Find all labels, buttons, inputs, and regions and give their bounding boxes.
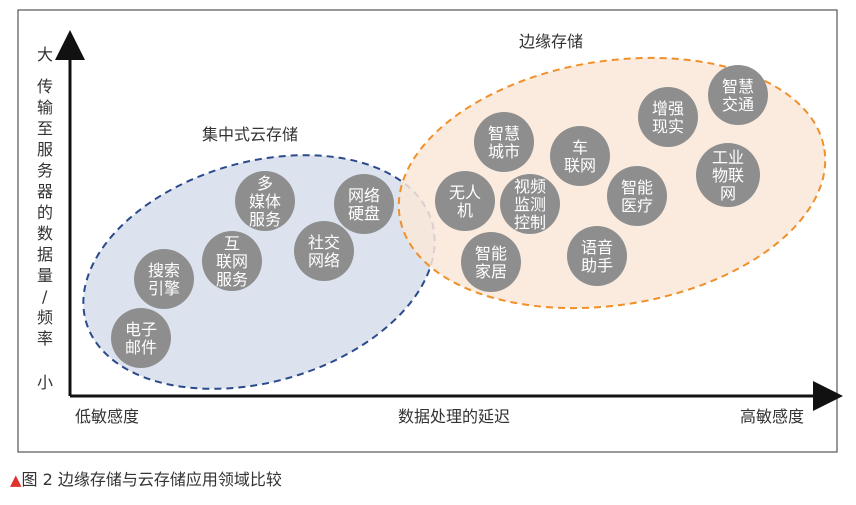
bubble-label: 物联 <box>712 166 744 185</box>
bubble-circle <box>111 308 171 368</box>
bubble-label: 智慧 <box>722 77 754 96</box>
bubble-connected-vehicles: 车联网 <box>550 126 610 186</box>
x-axis-left-label: 低敏感度 <box>75 407 139 426</box>
bubble-label: 智能 <box>621 178 653 197</box>
bubble-circle <box>294 221 354 281</box>
bubble-circle <box>500 174 560 234</box>
bubble-label: 监测 <box>514 195 546 214</box>
bubble-label: 社交 <box>308 233 340 252</box>
x-axis-label: 数据处理的延迟 <box>398 407 510 426</box>
bubble-label: 智能 <box>475 244 507 263</box>
y-axis-high-label: 大 <box>37 45 53 64</box>
y-axis-low-label: 小 <box>37 373 53 392</box>
figure-caption: ▲图 2 边缘存储与云存储应用领域比较 <box>10 466 282 490</box>
bubble-label: 现实 <box>652 117 684 136</box>
bubble-label: 控制 <box>514 213 546 232</box>
caption-marker: ▲ <box>10 471 22 489</box>
bubble-drone: 无人机 <box>435 171 495 231</box>
bubble-label: 互 <box>224 234 240 253</box>
bubble-label: 增强 <box>652 99 684 118</box>
bubble-label: 联网 <box>216 252 248 271</box>
bubble-label: 家居 <box>475 262 507 281</box>
bubble-label: 助手 <box>581 256 613 275</box>
bubble-circle <box>435 171 495 231</box>
bubble-circle <box>474 112 534 172</box>
bubble-label: 医疗 <box>621 196 653 215</box>
bubble-label: 无人 <box>449 183 481 202</box>
bubble-label: 视频 <box>514 177 546 196</box>
edge-storage-title: 边缘存储 <box>519 32 583 51</box>
bubble-label: 服务 <box>216 270 248 289</box>
bubble-circle <box>461 232 521 292</box>
bubble-label: 城市 <box>488 142 520 161</box>
bubble-label: 邮件 <box>125 338 157 357</box>
bubble-label: 网络 <box>348 186 380 205</box>
bubble-circle <box>696 143 760 207</box>
x-axis-right-label: 高敏感度 <box>740 407 804 426</box>
bubble-circle <box>334 174 394 234</box>
bubble-label: 引擎 <box>148 279 180 298</box>
bubble-label: 硬盘 <box>348 204 380 223</box>
caption-text: 图 2 边缘存储与云存储应用领域比较 <box>21 470 282 489</box>
bubble-label: 机 <box>457 201 473 220</box>
bubble-label: 语音 <box>581 238 613 257</box>
bubble-label: 网络 <box>308 251 340 270</box>
bubble-circle <box>550 126 610 186</box>
bubble-label: 交通 <box>722 95 754 114</box>
bubble-label: 车 <box>572 138 588 157</box>
bubble-circle <box>708 65 768 125</box>
bubble-circle <box>638 87 698 147</box>
bubble-circle <box>607 166 667 226</box>
bubble-circle <box>134 249 194 309</box>
bubble-circle <box>235 171 295 231</box>
y-axis-label: 传 输 至 服 务 器 的 数 据 量 / 频 率 <box>37 77 58 348</box>
bubble-label: 搜索 <box>148 261 180 280</box>
bubble-label: 联网 <box>564 156 596 175</box>
bubble-label: 多 <box>257 174 273 193</box>
application-bubbles: 电子邮件搜索引擎互联网服务多媒体服务社交网络网络硬盘无人机智能家居视频监测控制智… <box>111 65 768 368</box>
bubble-label: 服务 <box>249 210 281 229</box>
bubble-label: 工业 <box>712 148 744 167</box>
bubble-label: 媒体 <box>249 192 281 211</box>
bubble-label: 网 <box>720 184 736 203</box>
cloud-storage-title: 集中式云存储 <box>202 125 298 144</box>
bubble-circle <box>567 226 627 286</box>
bubble-label: 智慧 <box>488 124 520 143</box>
bubble-label: 电子 <box>125 320 157 339</box>
bubble-circle <box>202 231 262 291</box>
